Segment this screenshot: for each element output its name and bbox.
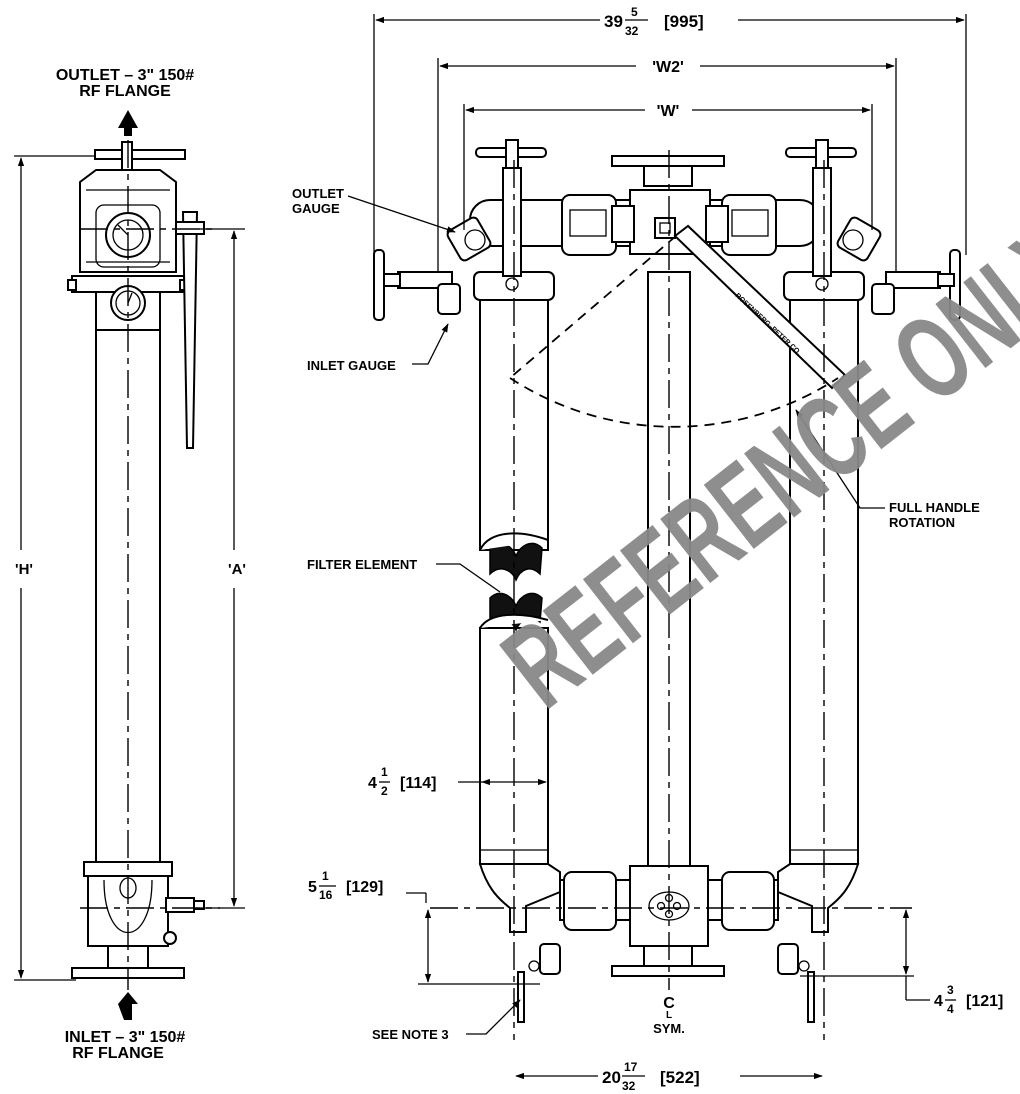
svg-text:[522]: [522] bbox=[660, 1068, 700, 1087]
dim-h-label: 'H' bbox=[15, 561, 33, 578]
filter-element-break bbox=[489, 542, 543, 583]
inlet-arrow bbox=[118, 992, 138, 1020]
top-flange bbox=[611, 155, 725, 167]
svg-text:5: 5 bbox=[631, 5, 638, 19]
dim-center-spacing: 20 17 32 [522] bbox=[602, 1060, 700, 1093]
inlet-gauge-label: INLET GAUGE bbox=[307, 358, 396, 373]
reference-only-watermark: REFERENCE ONLY bbox=[480, 198, 1020, 733]
svg-text:17: 17 bbox=[624, 1060, 638, 1074]
svg-text:32: 32 bbox=[622, 1079, 636, 1093]
side-view bbox=[14, 110, 245, 1020]
svg-text:[114]: [114] bbox=[400, 775, 436, 792]
outlet-gauge-label: OUTLET bbox=[292, 186, 344, 201]
inlet-flange-label-2: RF FLANGE bbox=[72, 1045, 164, 1062]
rotation-handle[interactable] bbox=[673, 224, 847, 390]
dim-w-label: 'W' bbox=[657, 103, 680, 120]
outlet-gauge-label-2: GAUGE bbox=[292, 201, 340, 216]
centerline-symbol: C bbox=[663, 995, 675, 1012]
svg-text:1: 1 bbox=[322, 869, 329, 883]
svg-text:[129]: [129] bbox=[346, 879, 383, 896]
svg-text:3: 3 bbox=[947, 983, 954, 997]
svg-text:1: 1 bbox=[381, 765, 388, 779]
svg-text:32: 32 bbox=[625, 24, 639, 38]
sym-label: SYM. bbox=[653, 1021, 685, 1036]
dim-a-label: 'A' bbox=[228, 561, 246, 578]
inlet-flange-label: INLET – 3" 150# bbox=[65, 1029, 186, 1046]
centerline-symbol-sub: L bbox=[666, 1010, 672, 1021]
dim-right-height: 4 3 4 [121] bbox=[934, 983, 1003, 1016]
svg-text:4: 4 bbox=[947, 1002, 954, 1016]
dim-overall-width: 39 5 32 [995] bbox=[604, 5, 704, 38]
full-handle-label: FULL HANDLE bbox=[889, 500, 980, 515]
svg-text:[121]: [121] bbox=[966, 993, 1003, 1010]
filter-element-label: FILTER ELEMENT bbox=[307, 557, 417, 572]
dim-w2-label: 'W2' bbox=[652, 59, 684, 76]
dim-vessel-diameter: 4 1 2 [114] bbox=[368, 765, 436, 798]
bottom-flange-front bbox=[611, 965, 725, 977]
svg-text:16: 16 bbox=[319, 888, 333, 902]
right-gauge-icon bbox=[836, 216, 882, 262]
dim-left-height: 5 1 16 [129] bbox=[308, 869, 383, 902]
outlet-flange-label-2: RF FLANGE bbox=[79, 83, 171, 100]
outlet-gauge-icon bbox=[446, 216, 492, 262]
see-note-label: SEE NOTE 3 bbox=[372, 1027, 449, 1042]
svg-text:20: 20 bbox=[602, 1068, 621, 1087]
svg-text:39: 39 bbox=[604, 12, 623, 31]
svg-text:2: 2 bbox=[381, 784, 388, 798]
svg-text:4: 4 bbox=[368, 775, 377, 792]
svg-text:[995]: [995] bbox=[664, 12, 704, 31]
outlet-flange-label: OUTLET – 3" 150# bbox=[56, 67, 194, 84]
svg-text:5: 5 bbox=[308, 879, 317, 896]
svg-text:4: 4 bbox=[934, 993, 943, 1010]
inlet-gauge-icon bbox=[437, 283, 461, 315]
drain-handle[interactable] bbox=[517, 971, 525, 1023]
full-handle-label-2: ROTATION bbox=[889, 515, 955, 530]
top-handwheel bbox=[94, 149, 186, 160]
outlet-arrow bbox=[118, 110, 138, 136]
front-view: ROSENBERG–PETER CO. bbox=[347, 14, 967, 1080]
left-vent-handle[interactable] bbox=[373, 249, 385, 321]
